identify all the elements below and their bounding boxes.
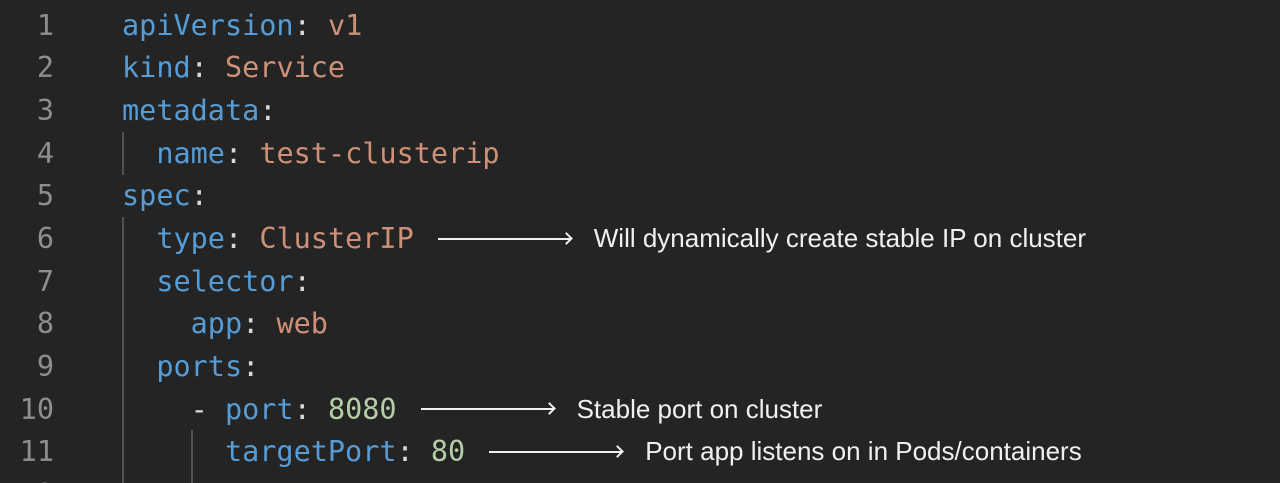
line-number: 2 [36, 51, 54, 85]
indent-guide [122, 345, 124, 388]
code-text[interactable]: - port: 8080 [122, 387, 397, 431]
code-token: web [276, 307, 328, 341]
indent-guide [122, 387, 124, 431]
indent-guide [122, 217, 124, 260]
code-token: : [259, 94, 277, 128]
code-token: 8080 [327, 392, 397, 426]
code-line[interactable]: 8 app: web [0, 302, 1280, 346]
line-number: 6 [36, 222, 54, 256]
code-token: : [224, 136, 243, 170]
annotation-arrow-icon [489, 450, 622, 453]
code-line[interactable]: 11 targetPort: 80 Port app listens on in … [0, 430, 1280, 474]
annotation-label: Will dynamically create stable IP on clu… [593, 223, 1087, 254]
line-number: 9 [36, 349, 54, 383]
code-text[interactable]: targetPort: 80 [122, 430, 466, 474]
line-number: 4 [36, 136, 54, 170]
line-number: 7 [36, 264, 54, 298]
code-token: : [224, 222, 243, 256]
code-annotation: Port app listens on in Pods/containers [465, 436, 1082, 467]
indent-guide [122, 430, 124, 474]
line-number: 11 [19, 435, 54, 469]
indent-guide [190, 430, 193, 474]
code-token: apiVersion [122, 8, 294, 42]
code-token: : [293, 264, 311, 298]
code-token [311, 9, 328, 42]
code-text[interactable]: apiVersion: v1 [122, 4, 362, 47]
code-token [311, 393, 328, 426]
annotation-arrow-icon [437, 237, 570, 240]
code-line[interactable]: 2 kind: Service [0, 47, 1280, 90]
code-token: metadata [122, 94, 260, 128]
code-token: type [156, 222, 225, 256]
annotation-arrow-icon [420, 408, 553, 411]
code-token [242, 222, 259, 255]
code-token: test-clusterip [259, 136, 500, 170]
code-token [122, 137, 156, 170]
code-line[interactable]: 9 ports: [0, 345, 1280, 388]
code-text[interactable]: name: test-clusterip [122, 131, 500, 175]
code-token: kind [122, 51, 191, 85]
code-token: : [396, 435, 414, 469]
code-token: v1 [327, 8, 363, 42]
code-token: ports [156, 349, 243, 383]
code-text[interactable]: type: ClusterIP [122, 217, 414, 260]
code-token: : [190, 179, 208, 213]
code-token: : [190, 51, 208, 85]
code-line[interactable]: 12 [0, 473, 1280, 483]
line-number: 10 [19, 392, 54, 426]
code-text[interactable]: ports: [122, 345, 259, 388]
code-token: : [293, 392, 311, 426]
code-line[interactable]: 4 name: test-clusterip [0, 131, 1280, 175]
line-number: 1 [36, 8, 54, 42]
line-number: 5 [36, 179, 54, 213]
line-number: 3 [36, 94, 54, 128]
code-token: spec [122, 179, 191, 213]
code-token: - [190, 392, 225, 426]
code-annotation: Will dynamically create stable IP on clu… [414, 223, 1086, 254]
code-token [414, 435, 431, 468]
code-token: Service [224, 51, 346, 85]
annotation-label: Port app listens on in Pods/containers [645, 436, 1082, 467]
code-token: selector [156, 264, 294, 298]
line-number: 8 [36, 307, 54, 341]
indent-guide [122, 259, 124, 303]
code-text[interactable]: selector: [122, 259, 311, 303]
code-token: name [156, 136, 225, 170]
code-token [242, 137, 259, 170]
code-token [122, 222, 156, 255]
code-text[interactable]: kind: Service [122, 47, 345, 90]
code-token [122, 265, 156, 298]
code-line[interactable]: 1 apiVersion: v1 [0, 4, 1280, 47]
code-token [122, 307, 191, 340]
code-token [208, 51, 225, 84]
indent-guide [190, 473, 193, 483]
code-token [122, 435, 225, 468]
code-token: : [242, 349, 260, 383]
code-line[interactable]: 7 selector: [0, 259, 1280, 303]
code-text[interactable]: spec: [122, 175, 208, 218]
code-token: port [224, 392, 294, 426]
indent-guide [122, 131, 124, 175]
code-token: : [293, 8, 311, 42]
indent-guide [122, 473, 124, 483]
code-line[interactable]: 3 metadata: [0, 89, 1280, 132]
code-token: 80 [430, 435, 466, 469]
code-text[interactable]: app: web [122, 302, 328, 346]
code-token [259, 307, 276, 340]
indent-guide [122, 302, 124, 346]
code-token: : [242, 307, 260, 341]
code-line[interactable]: 5 spec: [0, 175, 1280, 218]
code-annotation: Stable port on cluster [397, 393, 823, 425]
code-text[interactable]: metadata: [122, 89, 276, 132]
line-number: 12 [0, 478, 54, 483]
code-token: targetPort [224, 435, 397, 469]
code-token [122, 350, 156, 383]
code-token [122, 393, 191, 426]
code-token: ClusterIP [259, 222, 414, 256]
code-line[interactable]: 10 - port: 8080 Stable port on cluster [0, 387, 1280, 431]
code-line[interactable]: 6 type: ClusterIP Will dynamically create… [0, 217, 1280, 260]
annotation-label: Stable port on cluster [576, 393, 823, 424]
code-token: app [190, 307, 243, 341]
